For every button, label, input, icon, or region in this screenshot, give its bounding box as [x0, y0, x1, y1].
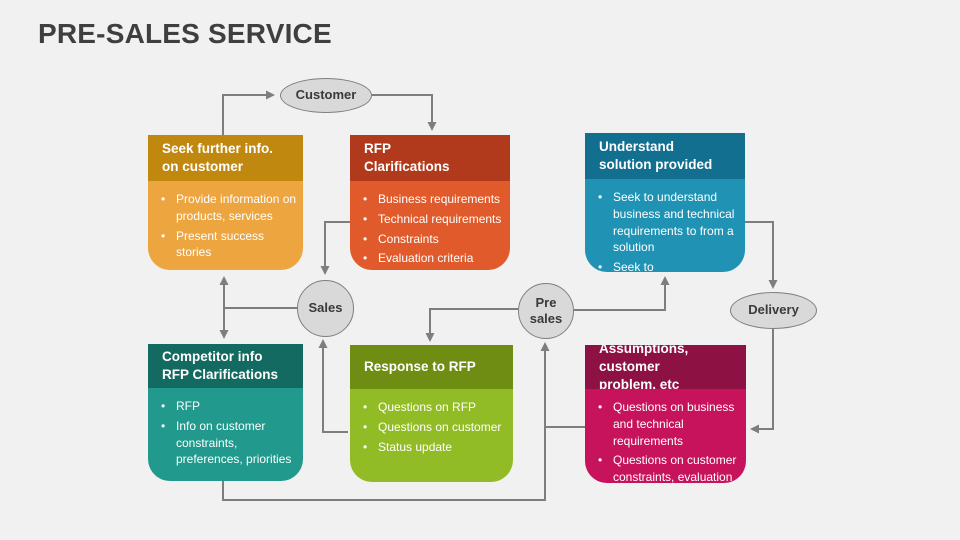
connector-presales-to-response [425, 308, 518, 342]
connector-box1-to-customer [222, 90, 275, 135]
box-body: Seek to understand business and technica… [585, 179, 745, 272]
box-body: Provide information on products, service… [148, 181, 303, 270]
node-sales: Sales [297, 280, 354, 337]
bullet-item: Present success stories [158, 228, 297, 262]
box-header: Competitor info RFP Clarifications [148, 344, 303, 388]
connector-rfp-to-sales [320, 221, 350, 275]
connector-presales-to-understand [574, 276, 670, 311]
slide-title: PRE-SALES SERVICE [38, 18, 332, 49]
bullet-item: Questions on business and technical requ… [595, 399, 740, 449]
connector-competitor-to-presales [222, 342, 550, 501]
bullet-item: RFP [158, 398, 297, 415]
connector-delivery-to-assumptions [750, 329, 774, 434]
box-understand-solution: Understand solution provided Seek to und… [585, 133, 745, 272]
bullet-item: Questions on customer [360, 419, 507, 436]
box-response-to-rfp: Response to RFP Questions on RFPQuestion… [350, 345, 513, 482]
bullet-item: Info on customer constraints, preference… [158, 418, 297, 468]
connector-understand-to-delivery [745, 221, 778, 289]
bullet-item: Status update [360, 439, 507, 456]
bullet-list: RFP Info on customer constraints, prefere… [158, 398, 297, 468]
box-body: Questions on business and technical requ… [585, 389, 746, 483]
bullet-list: Questions on RFP Questions on customerSta… [360, 399, 507, 455]
box-header: Assumptions, customer problem, etc [585, 345, 746, 392]
bullet-item: Questions on customer constraints, evalu… [595, 452, 740, 483]
bullet-item: Provide information on products, service… [158, 191, 297, 225]
box-body: RFP Info on customer constraints, prefere… [148, 388, 303, 481]
node-pre-sales: Pre sales [518, 283, 574, 339]
box-body: Business requirementsTechnical requireme… [350, 181, 510, 270]
box-header: Seek further info. on customer [148, 135, 303, 181]
box-header: Understand solution provided [585, 133, 745, 179]
bullet-list: Business requirementsTechnical requireme… [360, 191, 504, 267]
box-competitor-info: Competitor info RFP Clarifications RFP In… [148, 344, 303, 481]
connector-customer-to-rfp [372, 94, 437, 131]
box-header: Response to RFP [350, 345, 513, 389]
box-body: Questions on RFP Questions on customerSta… [350, 389, 513, 482]
node-customer: Customer [280, 78, 372, 113]
bullet-item: Seek to understand business and technica… [595, 189, 739, 256]
connector-response-to-sales [318, 339, 348, 433]
box-header: RFP Clarifications [350, 135, 510, 181]
box-rfp-clarifications: RFP Clarifications Business requirements… [350, 135, 510, 270]
bullet-list: Provide information on products, service… [158, 191, 297, 261]
node-delivery: Delivery [730, 292, 817, 329]
bullet-item: Evaluation criteria [360, 250, 504, 267]
bullet-item: Technical requirements [360, 211, 504, 228]
bullet-item: Constraints [360, 231, 504, 248]
bullet-list: Questions on business and technical requ… [595, 399, 740, 483]
box-assumptions-customer-problem: Assumptions, customer problem, etc Quest… [585, 345, 746, 483]
bullet-item: Seek to [595, 259, 739, 272]
box-seek-further-info: Seek further info. on customer Provide i… [148, 135, 303, 270]
bullet-list: Seek to understand business and technica… [595, 189, 739, 272]
bullet-item: Business requirements [360, 191, 504, 208]
bullet-item: Questions on RFP [360, 399, 507, 416]
